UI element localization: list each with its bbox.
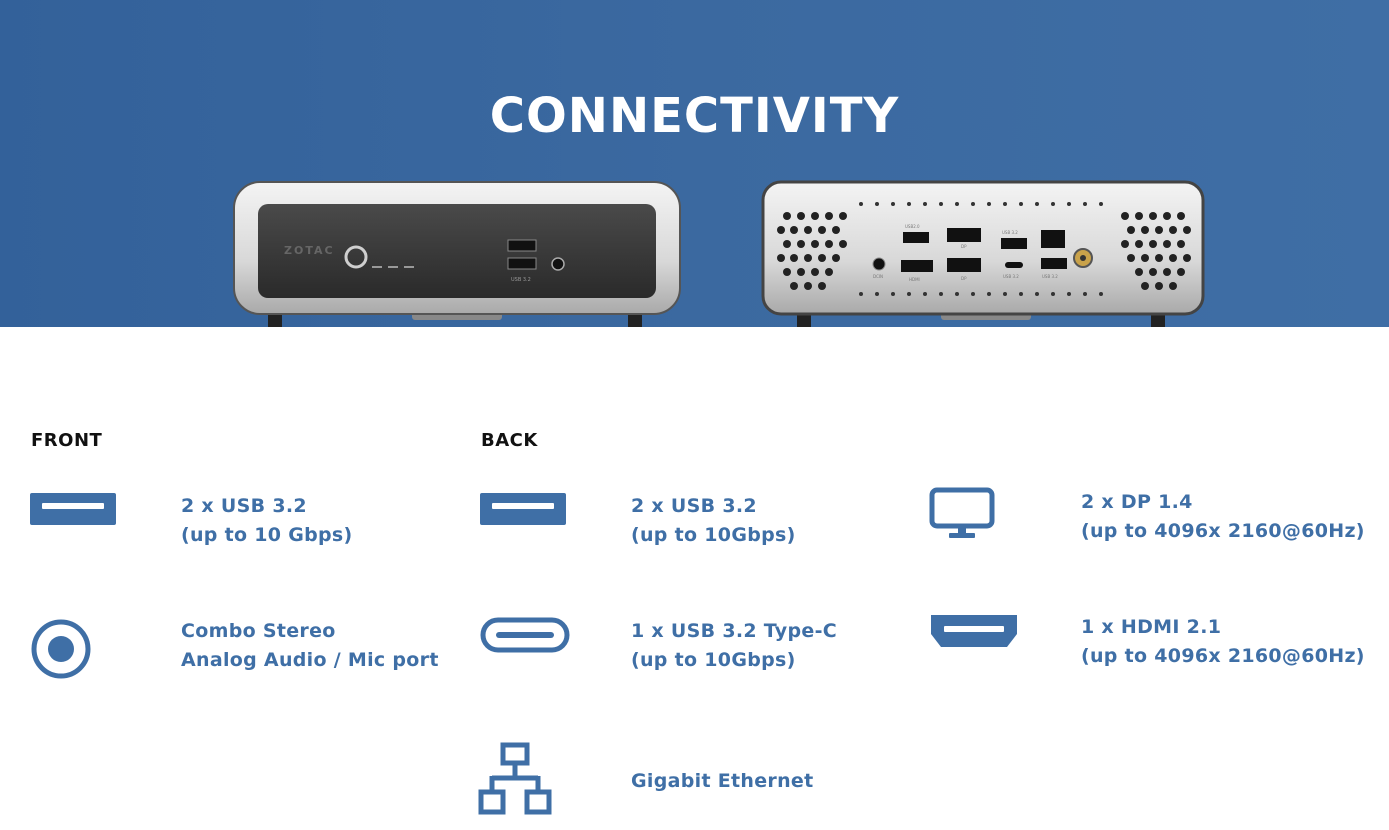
back-section-label: BACK [481,430,538,451]
front-usb-subtitle: (up to 10 Gbps) [181,524,353,546]
back-port-label-dcin: DCIN [873,274,883,279]
front-port-label: USB 3.2 [511,277,531,283]
usb-a-icon [30,493,116,525]
front-audio-text: Combo Stereo Analog Audio / Mic port [181,617,439,675]
back-hdmi-title: 1 x HDMI 2.1 [1081,616,1222,638]
front-usb-text: 2 x USB 3.2 (up to 10 Gbps) [181,492,353,550]
back-port-label-usb32-b: USB 3.2 [1042,274,1058,279]
back-usbc-subtitle: (up to 10Gbps) [631,649,796,671]
back-usb-subtitle: (up to 10Gbps) [631,524,796,546]
back-ethernet-title: Gigabit Ethernet [631,770,814,792]
back-port-label-usb2: USB2.0 [905,224,920,229]
back-usbc-text: 1 x USB 3.2 Type-C (up to 10Gbps) [631,617,837,675]
back-ethernet-text: Gigabit Ethernet [631,767,813,796]
back-dp-title: 2 x DP 1.4 [1081,491,1193,513]
monitor-icon [929,487,995,538]
front-section-label: FRONT [31,430,103,451]
front-audio-title: Combo Stereo [181,620,336,642]
back-dp-subtitle: (up to 4096x 2160@60Hz) [1081,520,1365,542]
hero-banner: CONNECTIVITY ZOTAC USB 3.2 [0,0,1389,327]
back-usbc-title: 1 x USB 3.2 Type-C [631,620,837,642]
back-port-label-dp1: DP [961,244,967,249]
page-title: CONNECTIVITY [489,88,900,144]
back-usb-title: 2 x USB 3.2 [631,495,757,517]
back-hdmi-text: 1 x HDMI 2.1 (up to 4096x 2160@60Hz) [1081,613,1365,671]
hdmi-icon [931,615,1017,647]
back-device-image: DCIN USB2.0 HDMI DP DP USB 3.2 USB 3.2 U… [761,180,1205,327]
audio-jack-icon [31,619,91,679]
usb-c-icon [480,617,570,653]
front-device-image: ZOTAC USB 3.2 [233,181,681,327]
back-usb-text: 2 x USB 3.2 (up to 10Gbps) [631,492,796,550]
back-port-label-dp2: DP [961,276,967,281]
back-port-label-usb32-a: USB 3.2 [1002,230,1018,235]
back-hdmi-subtitle: (up to 4096x 2160@60Hz) [1081,645,1365,667]
front-brand-text: ZOTAC [284,244,335,257]
front-audio-subtitle: Analog Audio / Mic port [181,649,439,671]
back-dp-text: 2 x DP 1.4 (up to 4096x 2160@60Hz) [1081,488,1365,546]
back-port-label-hdmi: HDMI [909,277,920,282]
front-usb-title: 2 x USB 3.2 [181,495,307,517]
back-port-label-usb32-c: USB 3.2 [1003,274,1019,279]
network-icon [478,742,552,815]
usb-a-icon [480,493,566,525]
